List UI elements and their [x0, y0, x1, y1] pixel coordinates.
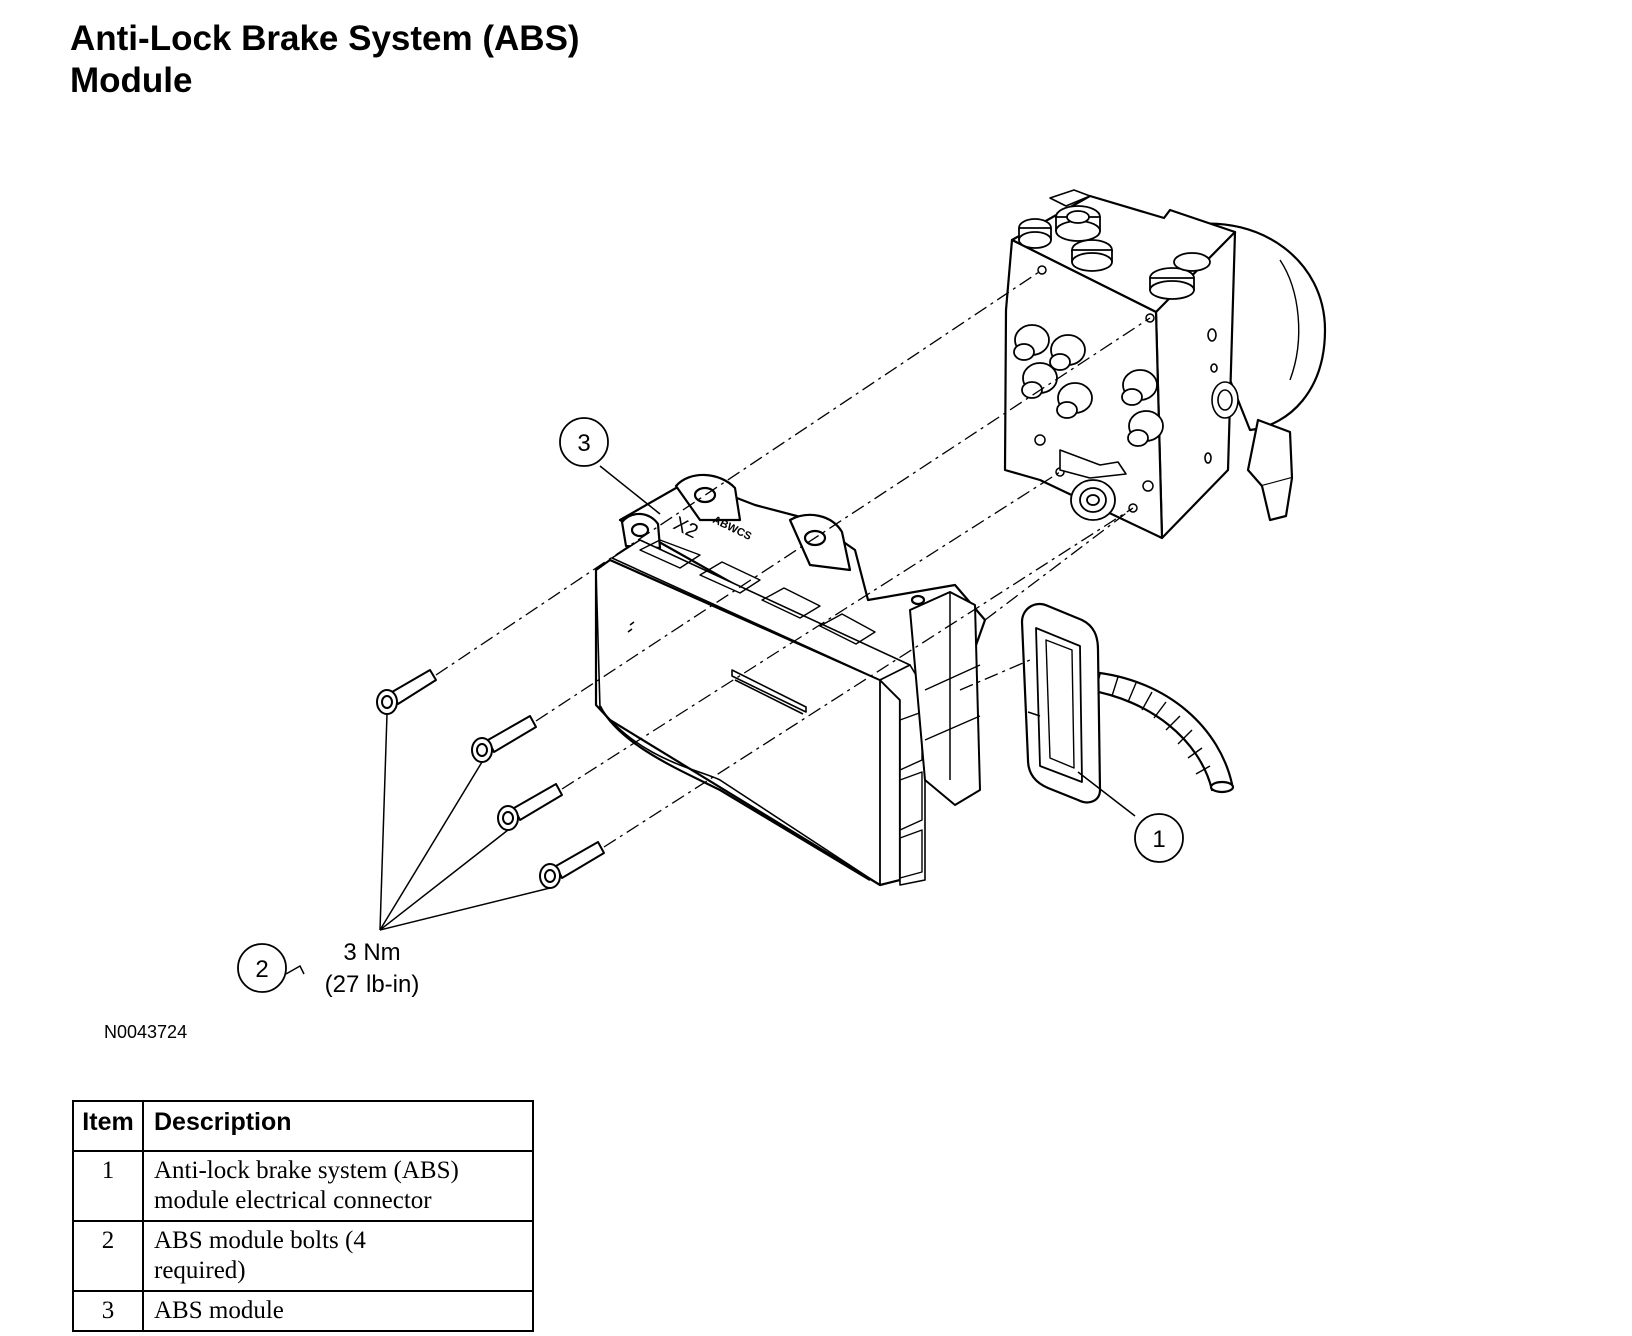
callout-1: 1 — [1134, 813, 1184, 863]
legend-item-description: Anti-lock brake system (ABS) module elec… — [142, 1150, 534, 1222]
leader-lines — [285, 465, 1136, 975]
hcu-valve-domes — [1013, 324, 1164, 447]
legend-table: Item Description 1 Anti-lock brake syste… — [72, 1100, 534, 1332]
legend-item-number: 1 — [72, 1150, 144, 1222]
svg-text:2: 2 — [255, 956, 268, 983]
bolt-3 — [497, 783, 563, 831]
alignment-lines — [435, 269, 1151, 848]
torque-imperial: (27 lb-in) — [325, 971, 420, 998]
legend-item-description: ABS module bolts (4 required) — [142, 1220, 534, 1292]
bolt-1 — [376, 669, 437, 715]
hcu-top-ports — [1018, 205, 1211, 300]
figure-id: N0043724 — [104, 1022, 188, 1042]
abs-module-bolts — [376, 669, 605, 889]
hydraulic-control-unit — [1003, 189, 1327, 540]
svg-text:1: 1 — [1152, 826, 1165, 853]
table-row: 3 ABS module — [72, 1290, 534, 1332]
abs-module — [594, 473, 987, 887]
bolt-2 — [471, 715, 537, 763]
bolt-4 — [539, 841, 605, 889]
page-title: Anti-Lock Brake System (ABS) Module — [70, 18, 580, 102]
table-row: 1 Anti-lock brake system (ABS) module el… — [72, 1150, 534, 1222]
svg-text:3: 3 — [577, 430, 590, 457]
table-row: 2 ABS module bolts (4 required) — [72, 1220, 534, 1292]
legend-header-description: Description — [142, 1100, 534, 1152]
torque-spec: 3 Nm (27 lb-in) — [325, 939, 420, 998]
callout-2: 2 — [237, 943, 287, 993]
electrical-connector — [1020, 602, 1235, 804]
title-line-1: Anti-Lock Brake System (ABS) — [70, 19, 580, 58]
title-line-2: Module — [70, 61, 193, 100]
legend-item-description: ABS module — [142, 1290, 534, 1332]
torque-value: 3 Nm — [343, 939, 400, 966]
legend-header-item: Item — [72, 1100, 144, 1152]
callout-3: 3 — [559, 417, 609, 467]
legend-header-row: Item Description — [72, 1100, 534, 1152]
legend-item-number: 2 — [72, 1220, 144, 1292]
legend-item-number: 3 — [72, 1290, 144, 1332]
